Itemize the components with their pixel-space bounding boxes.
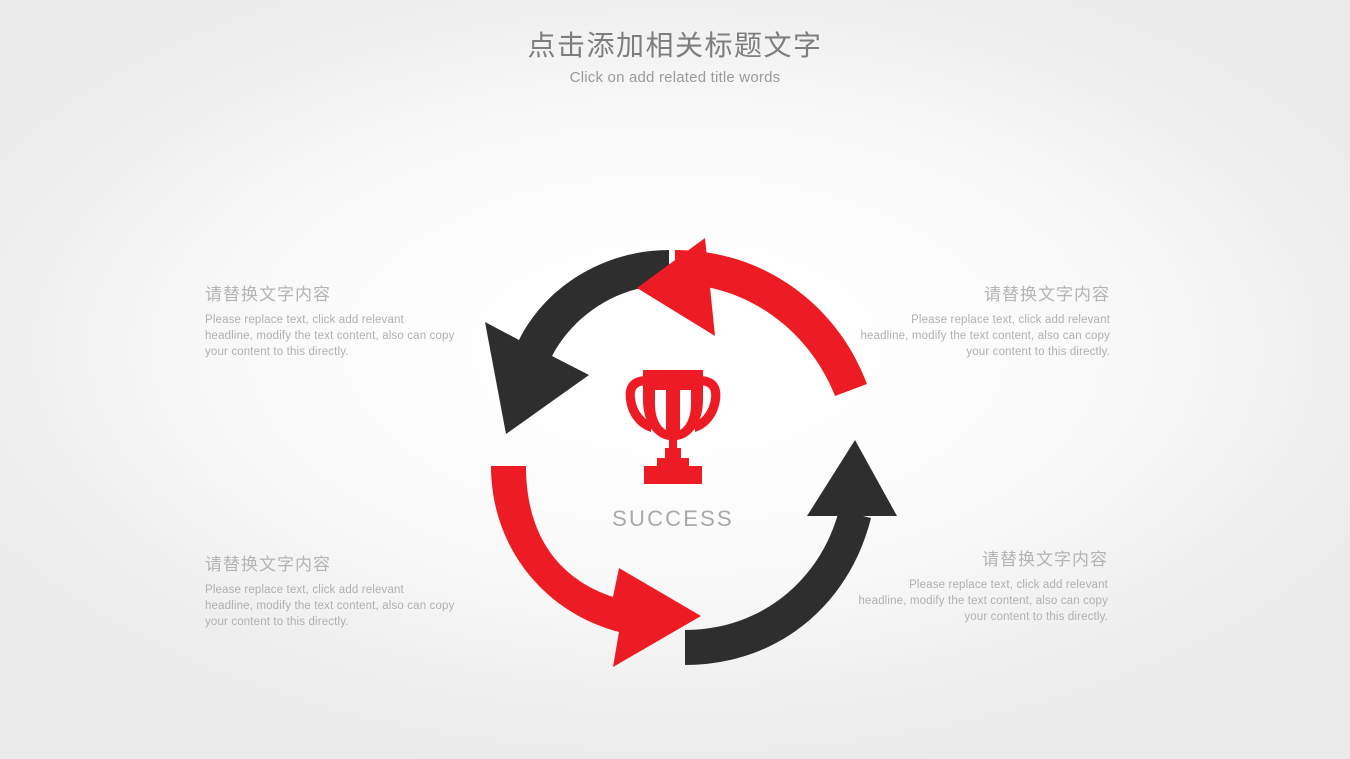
text-block-body: Please replace text, click add relevant … (860, 314, 1110, 358)
text-block-body: Please replace text, click add relevant … (858, 579, 1108, 623)
arrow-bottom-right-icon (685, 440, 897, 665)
arrow-bottom-left-icon (491, 466, 701, 667)
text-block-bottom-left: 请替换文字内容 Please replace text, click add r… (205, 554, 455, 631)
text-block-top-right: 请替换文字内容 Please replace text, click add r… (860, 284, 1110, 361)
page-title: 点击添加相关标题文字 (527, 30, 823, 61)
text-block-heading: 请替换文字内容 (984, 285, 1110, 304)
text-block-body: Please replace text, click add relevant … (205, 584, 455, 628)
cycle-diagram (447, 228, 897, 668)
center-mark: SUCCESS (562, 360, 784, 532)
arrow-top-left-icon (485, 250, 669, 434)
text-block-heading: 请替换文字内容 (982, 550, 1108, 569)
arrow-top-right-icon (637, 238, 867, 396)
title-block: 点击添加相关标题文字 Click on add related title wo… (0, 28, 1350, 86)
text-block-body: Please replace text, click add relevant … (205, 314, 455, 358)
success-label: SUCCESS (612, 506, 734, 531)
text-block-heading: 请替换文字内容 (205, 285, 331, 304)
text-block-heading: 请替换文字内容 (205, 555, 331, 574)
page-subtitle: Click on add related title words (569, 69, 781, 86)
text-block-top-left: 请替换文字内容 Please replace text, click add r… (205, 284, 455, 361)
trophy-icon (562, 360, 784, 492)
text-block-bottom-right: 请替换文字内容 Please replace text, click add r… (858, 549, 1108, 626)
